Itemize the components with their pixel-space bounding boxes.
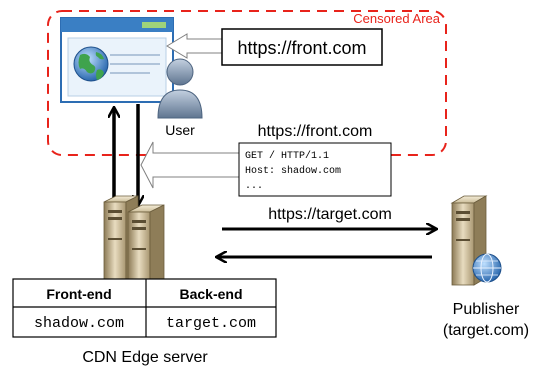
url-callout xyxy=(166,28,383,66)
censored-area-label: Censored Area xyxy=(353,11,440,26)
http-request-callout xyxy=(140,141,392,197)
table-cell-back-end: target.com xyxy=(166,315,256,332)
publisher-label: Publisher xyxy=(453,301,520,318)
globe-icon xyxy=(73,46,109,82)
http-line-request: GET / HTTP/1.1 xyxy=(245,150,329,162)
http-line-ellipsis: ... xyxy=(245,181,263,192)
user-icon xyxy=(157,58,203,119)
http-line-host: Host: shadow.com xyxy=(245,165,341,177)
target-link-label: https://target.com xyxy=(268,206,392,223)
table-header-front-end: Front-end xyxy=(46,286,111,302)
cdn-server-icon xyxy=(103,195,165,295)
cdn-label: CDN Edge server xyxy=(82,349,208,366)
request-url-label: https://front.com xyxy=(258,123,373,140)
user-label: User xyxy=(165,122,195,138)
table-cell-front-end: shadow.com xyxy=(34,315,124,332)
globe-icon xyxy=(472,253,502,283)
cdn-mapping-table xyxy=(12,278,277,338)
publisher-domain-label: (target.com) xyxy=(443,322,529,339)
browser-window-icon xyxy=(60,17,174,103)
table-header-back-end: Back-end xyxy=(179,286,242,302)
url-callout-text: https://front.com xyxy=(237,38,366,58)
publisher-server-icon xyxy=(450,195,502,286)
